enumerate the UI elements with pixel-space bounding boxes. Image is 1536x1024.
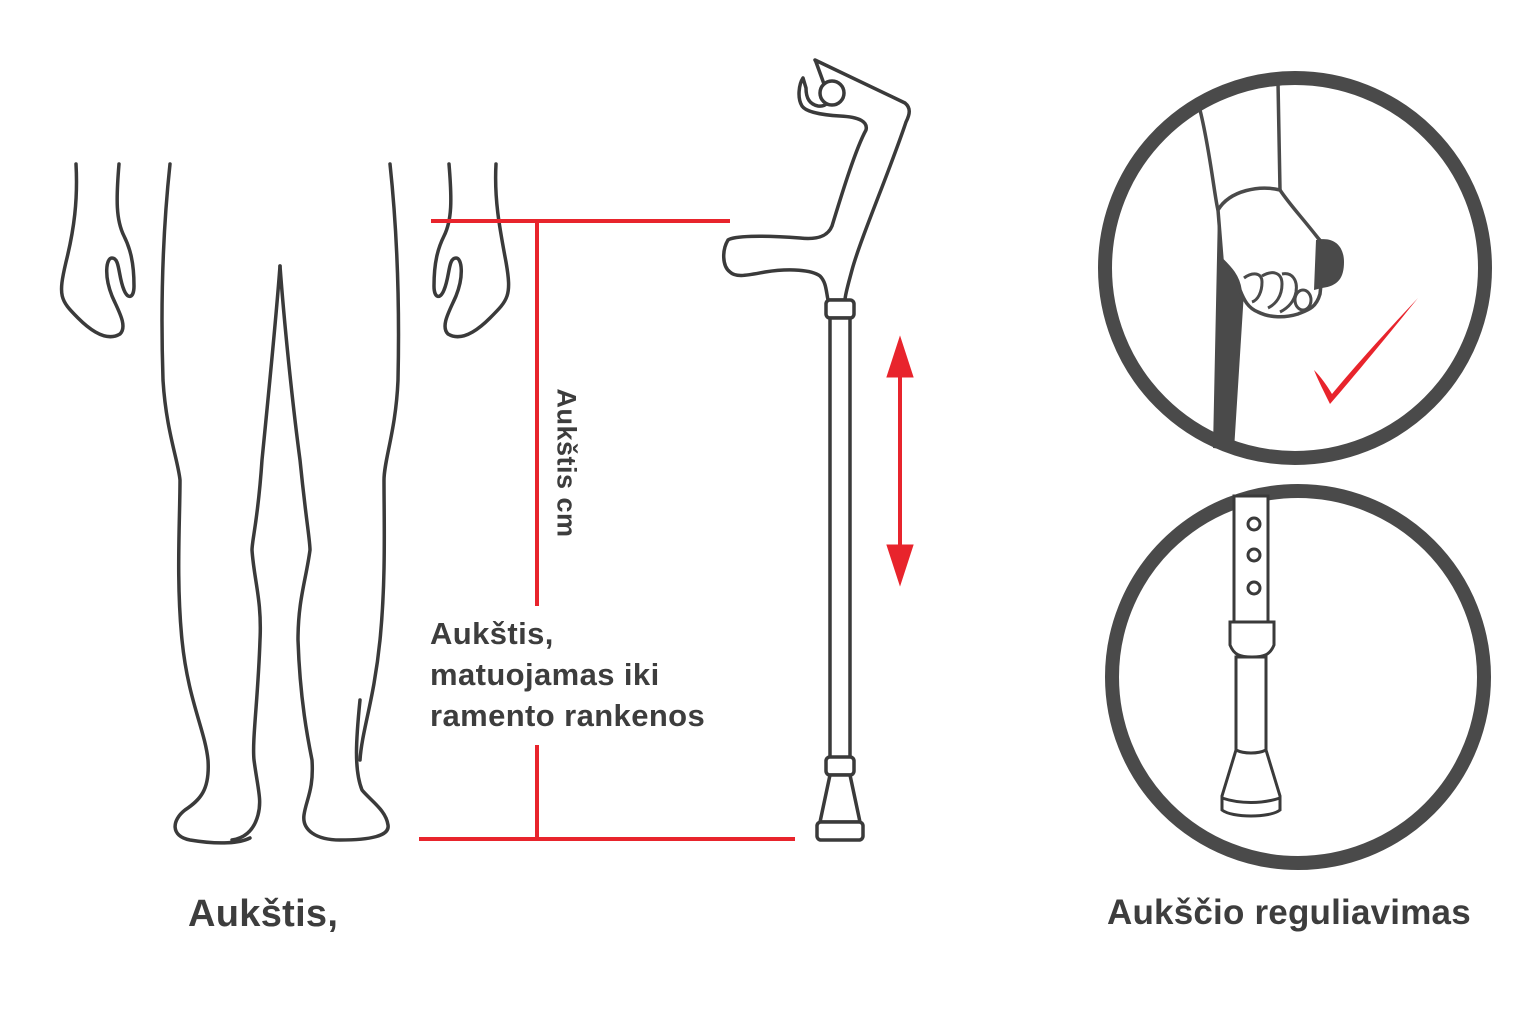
vertical-height-label: Aukštis cm (551, 388, 582, 538)
crutch-cuff (722, 58, 911, 302)
finger-lines (1243, 271, 1313, 314)
measured-caption-line-2: matuojamas iki (430, 657, 660, 692)
shaft-collar (1228, 620, 1276, 659)
crutch-tip-foot (815, 820, 865, 842)
adjust-hole-2 (1246, 547, 1262, 563)
crutch-tip (818, 773, 862, 824)
measured-caption-line-1: Aukštis, (430, 616, 554, 651)
left-leg-inner (230, 264, 282, 842)
right-hand-outline (432, 162, 511, 339)
left-hand-outline (59, 162, 136, 339)
right-leg-inner (278, 264, 390, 842)
measurement-lines (419, 219, 795, 841)
body-height-caption: Aukštis, (188, 893, 339, 935)
measured-caption-line-3: ramento rankenos (430, 698, 706, 733)
adjust-hole-1 (1246, 516, 1262, 532)
handle-grip-end (1314, 239, 1344, 290)
lower-shaft (1234, 655, 1268, 757)
adjust-double-arrow-icon (886, 335, 914, 587)
crutch-figure (722, 58, 911, 842)
rubber-tip (1220, 747, 1282, 818)
grip-correct-circle (1098, 71, 1492, 465)
left-leg-outer (160, 162, 252, 845)
crutch-collar-bottom (824, 755, 856, 777)
hand-outline (1216, 186, 1327, 319)
measured-to-handle-caption: Aukštis, matuojamas iki ramento rankenos (430, 613, 705, 736)
height-adjustment-caption: Aukščio reguliavimas (1107, 893, 1471, 932)
rubber-tip-band (1221, 796, 1281, 804)
crutch-cuff-hole (818, 79, 846, 107)
adjust-hole-3 (1246, 580, 1262, 596)
sleeve-outline (1198, 81, 1282, 211)
crutch-collar-top (824, 298, 856, 320)
crutch-shaft (828, 316, 852, 760)
person-figure (59, 162, 511, 845)
height-adjust-circle (1105, 484, 1491, 870)
right-leg-outer (358, 162, 401, 762)
